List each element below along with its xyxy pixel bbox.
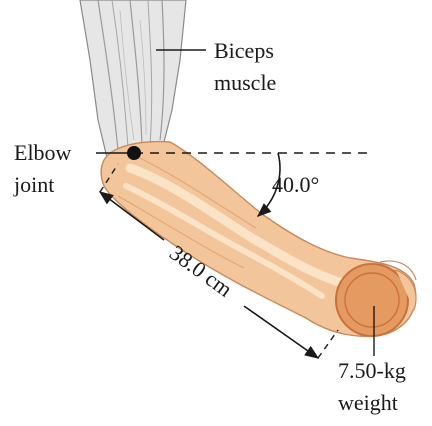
length-dimension-lower-arrow: [243, 305, 320, 359]
biceps-label-line1: Biceps: [214, 38, 274, 63]
angle-label: 40.0°: [272, 172, 319, 197]
forearm: [100, 140, 417, 337]
weight-ball: [335, 263, 417, 337]
length-extension-end: [317, 329, 339, 359]
angle-arc-arrow: [256, 152, 281, 217]
biceps-label-line2: muscle: [214, 70, 276, 95]
length-dimension-upper-arrow: [98, 191, 165, 241]
elbow-label-line2: joint: [13, 172, 54, 197]
elbow-pivot-icon: [127, 146, 141, 160]
weight-label-line2: weight: [338, 390, 398, 415]
length-extension-start: [99, 163, 119, 193]
weight-label-line1: 7.50-kg: [338, 358, 406, 383]
elbow-label-line1: Elbow: [14, 140, 72, 165]
upper-arm: [79, 0, 187, 163]
